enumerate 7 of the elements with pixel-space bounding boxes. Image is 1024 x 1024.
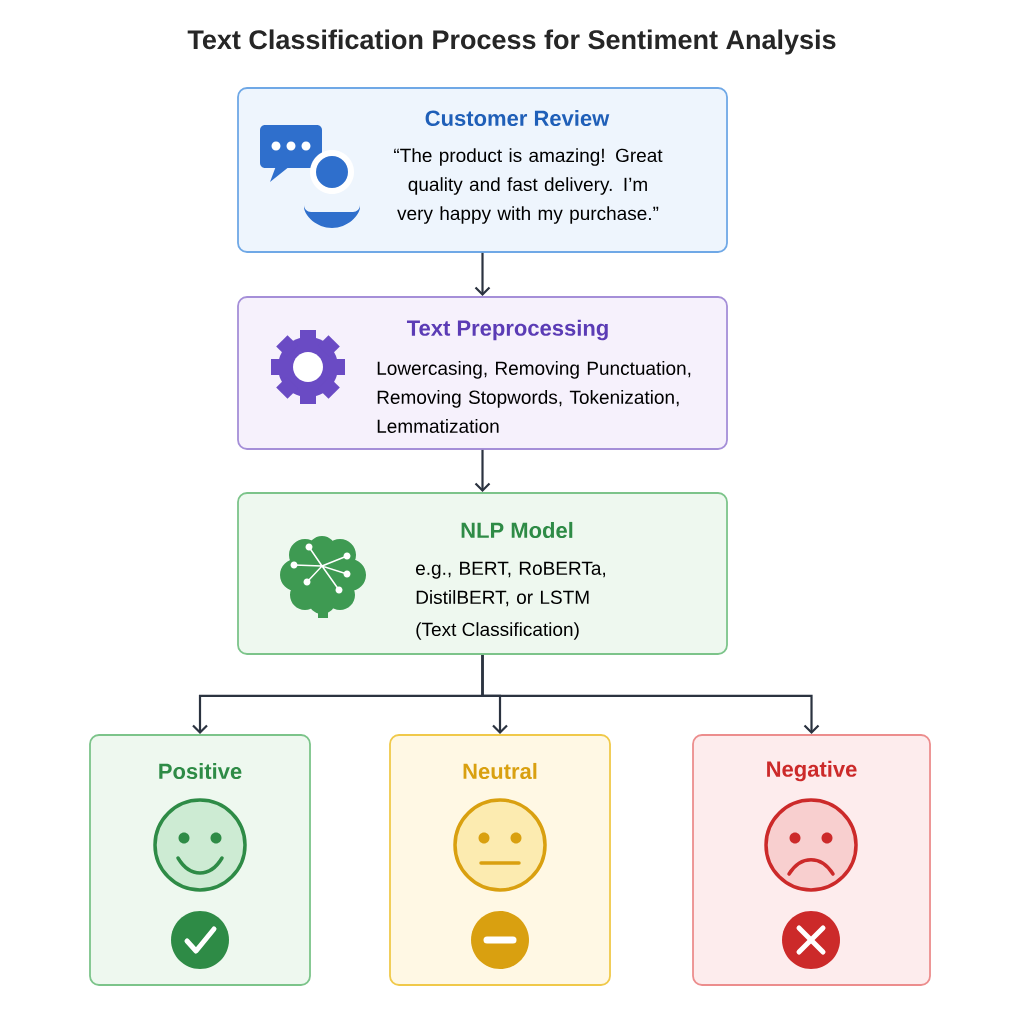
arrow bbox=[474, 449, 491, 493]
title: Text Classification Process for Sentiment Analysis bbox=[187, 29, 836, 55]
process-box: Customer Review “The product is amazing! Great quality and fast delivery. I’m very happy with my purchase.” bbox=[237, 87, 728, 253]
arrow bbox=[481, 654, 820, 735]
arrow bbox=[474, 252, 491, 297]
process-box: NLP Model e.g., BERT, RoBERTa, DistilBERT, or LSTM (Text Classification) bbox=[237, 492, 728, 655]
process-box: Text Preprocessing Lowercasing, Removing Punctuation, Removing Stopwords, Tokenization, Lemmatization bbox=[237, 296, 728, 450]
